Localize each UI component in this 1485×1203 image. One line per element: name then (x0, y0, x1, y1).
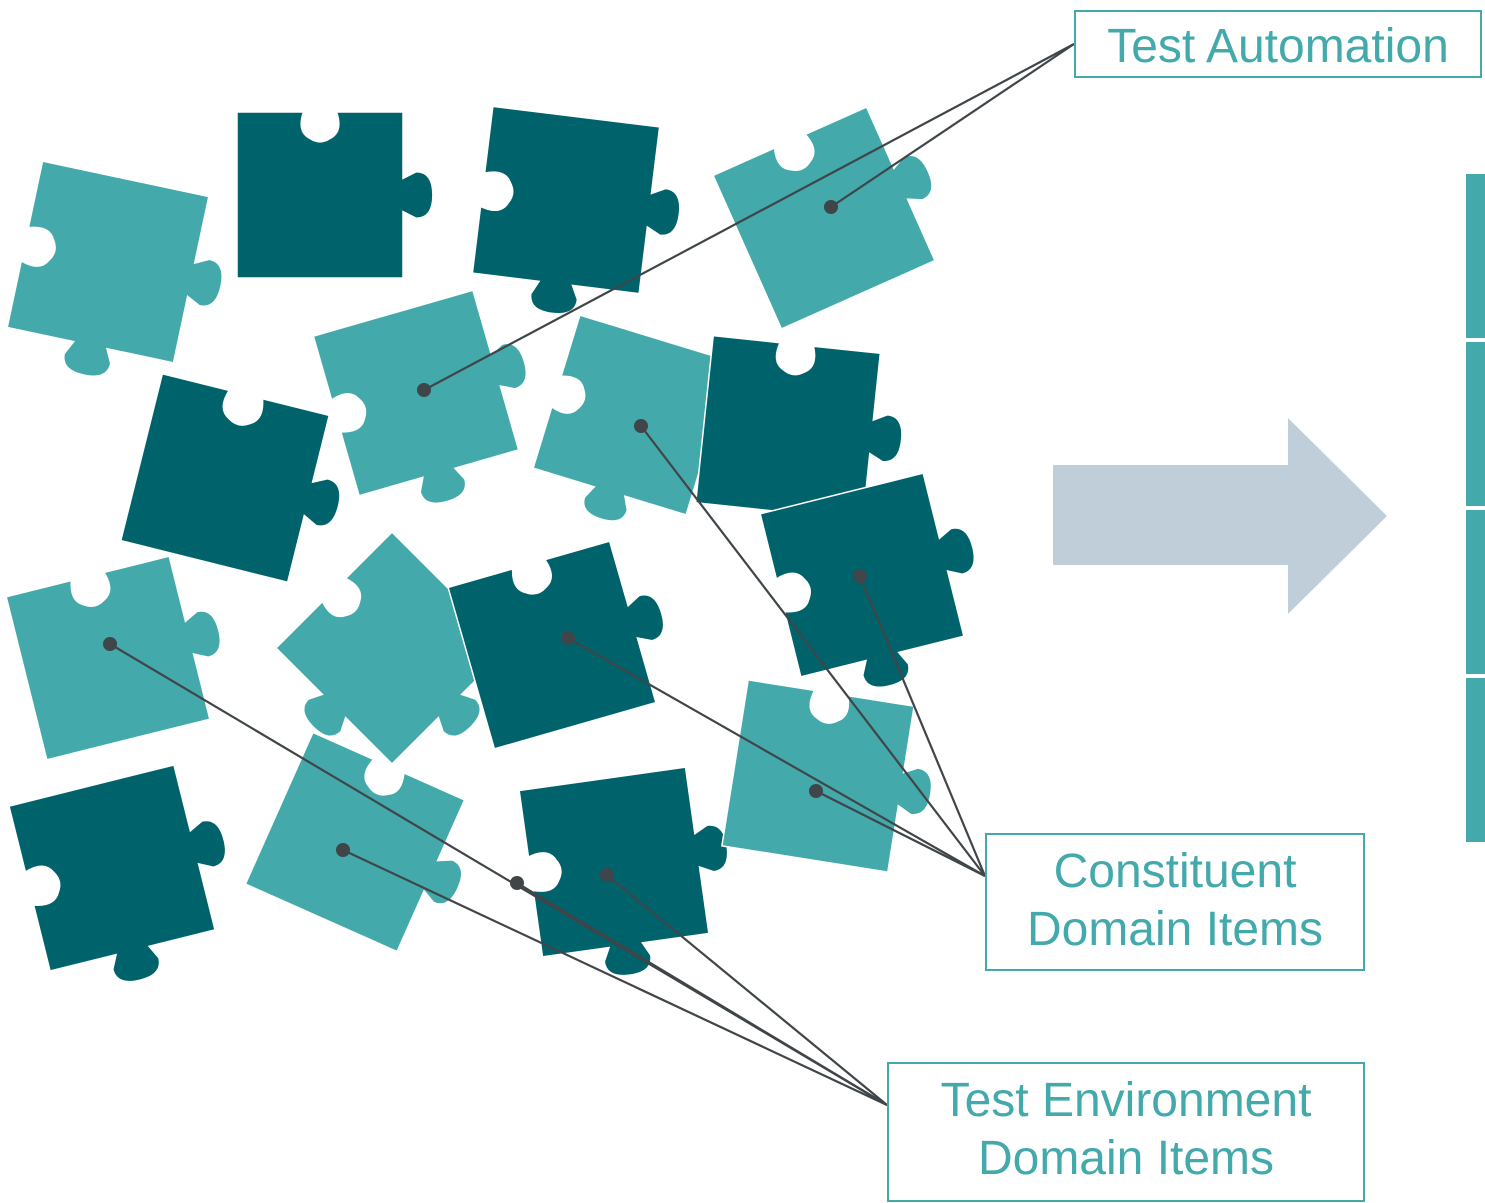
side-bar-segment (1466, 510, 1485, 674)
leader-dot (853, 569, 867, 583)
leader-dot (510, 876, 524, 890)
puzzle-pieces (0, 93, 1002, 1002)
dark-puzzle-piece (467, 105, 691, 329)
leader-lines (103, 43, 1075, 1106)
leader-line-test-automation (423, 43, 1075, 391)
light-puzzle-piece (0, 160, 240, 400)
leader-line-environment (516, 882, 888, 1106)
leader-line-test-automation (830, 43, 1075, 208)
environment-line1: Test Environment (940, 1074, 1312, 1127)
test-automation-text: Test Automation (1107, 20, 1449, 73)
test-automation-label: Test Automation (1074, 10, 1482, 78)
right-arrow (1053, 418, 1387, 614)
light-puzzle-piece (312, 281, 557, 526)
leader-dot (417, 383, 431, 397)
leader-dot (600, 868, 614, 882)
test-environment-domain-items-label: Test Environment Domain Items (887, 1062, 1365, 1202)
leader-line-environment (606, 874, 888, 1106)
light-puzzle-piece (712, 93, 964, 330)
side-bar-segment (1466, 678, 1485, 842)
constituent-line2: Domain Items (1026, 902, 1324, 956)
side-bar-segment (1466, 174, 1485, 338)
leader-line-constituent (858, 575, 987, 877)
leader-line-constituent (640, 425, 986, 877)
light-puzzle-piece (5, 548, 241, 761)
constituent-domain-items-label: Constituent Domain Items (985, 833, 1365, 971)
leader-line-constituent (567, 637, 986, 877)
leader-line-environment (342, 849, 888, 1106)
leader-dot (103, 637, 117, 651)
leader-line-constituent (815, 790, 986, 877)
dark-puzzle-piece (236, 111, 434, 279)
environment-line2: Domain Items (977, 1131, 1275, 1185)
side-bar-segment (1466, 342, 1485, 506)
arrow-shape (1053, 418, 1387, 614)
dark-puzzle-piece (8, 756, 253, 1002)
dark-puzzle-piece (119, 372, 361, 591)
leader-dot (336, 843, 350, 857)
leader-dot (561, 631, 575, 645)
leader-dot (634, 419, 648, 433)
leader-dot (809, 784, 823, 798)
leader-dot (824, 200, 838, 214)
constituent-line1: Constituent (1053, 845, 1297, 898)
